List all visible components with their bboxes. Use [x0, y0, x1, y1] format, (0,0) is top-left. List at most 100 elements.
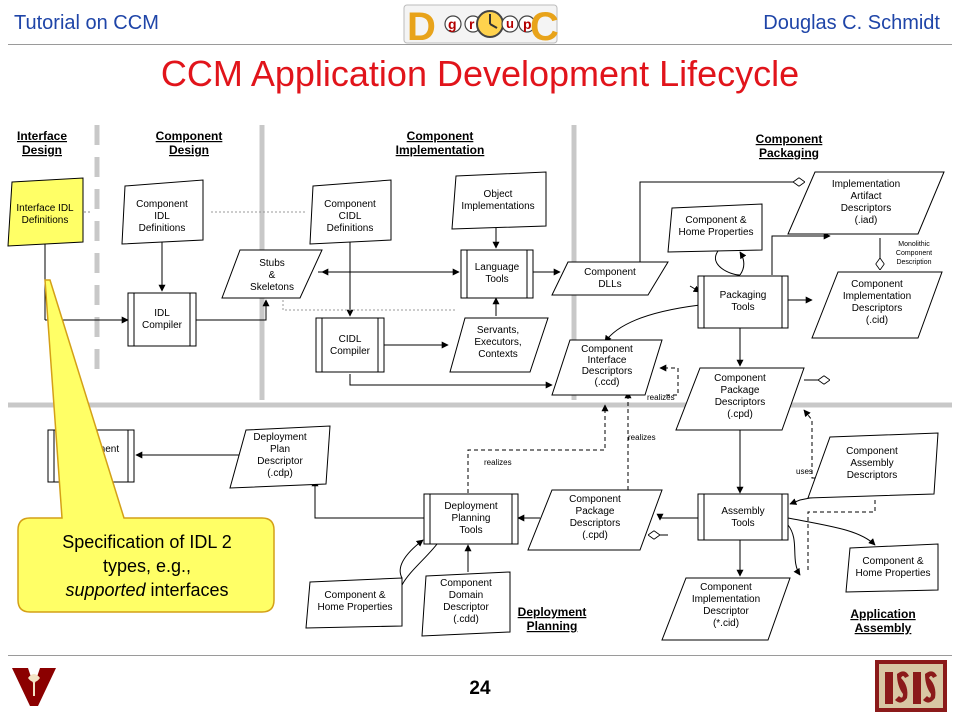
node-home-properties-right: Component &Home Properties	[845, 543, 939, 593]
uses-link	[803, 409, 822, 479]
edge-assembly-tools-to-package-desc-bottom	[656, 513, 698, 521]
edges	[44, 182, 880, 586]
logo-letter-g: g	[448, 16, 457, 32]
edge-home-props-packaging-loop-2	[739, 251, 747, 276]
edge-assembly-tools-to-home-props	[787, 517, 876, 546]
logo-letter-c: C	[530, 5, 558, 46]
logo-letter-d: D	[407, 5, 436, 46]
header-divider	[8, 44, 952, 45]
node-home-properties-bottom: Component &Home Properties	[305, 577, 403, 629]
edge-packaging-to-interface-descriptors	[604, 304, 701, 343]
node-home-properties-top: Component &Home Properties	[667, 203, 763, 253]
callout-text: Specification of IDL 2 types, e.g., supp…	[22, 530, 272, 602]
callout-line-3-italic: supported	[65, 580, 146, 600]
edge-label-uses: uses	[796, 467, 813, 476]
edge-idl-compiler-to-stubs	[196, 299, 270, 321]
edge-home-props-packaging-loop	[715, 250, 741, 276]
logo-letter-p: p	[523, 16, 532, 32]
dashed-assembly-link	[807, 500, 876, 570]
callout-line-1: Specification of IDL 2	[62, 532, 232, 552]
vanderbilt-logo	[10, 664, 58, 708]
edge-label-realizes-3: realizes	[484, 458, 512, 467]
edge-cidl-compiler-to-interface-descriptors	[349, 374, 553, 389]
callout-line-3-rest: interfaces	[145, 580, 229, 600]
svg-text:Component &Home Properties: Component &Home Properties	[678, 215, 753, 238]
page-number: 24	[469, 678, 491, 699]
realization-links	[210, 211, 876, 570]
svg-text:ment: ment	[97, 444, 119, 455]
realizes-link-3	[467, 404, 609, 493]
logo-letter-r: r	[469, 16, 475, 32]
realizes-link-1	[659, 364, 679, 396]
edge-home-props-bottom-to-deployment	[399, 539, 424, 579]
page-title: CCM Application Development Lifecycle	[160, 53, 800, 94]
svg-text:Servants,Executors,Contexts: Servants,Executors,Contexts	[474, 325, 521, 360]
footer-divider	[8, 655, 952, 656]
header-author: Douglas C. Schmidt	[763, 12, 940, 34]
edge-label-realizes-1: realizes	[647, 393, 675, 402]
svg-text:Component &Home Properties: Component &Home Properties	[855, 556, 930, 579]
logo-letter-u: u	[506, 16, 514, 31]
svg-text:Component &Home Properties: Component &Home Properties	[317, 590, 392, 613]
edge-assembly-home-loop	[787, 524, 801, 576]
doc-group-logo: D g r u p C	[403, 4, 558, 46]
isis-logo	[875, 660, 947, 712]
callout-line-3: supported interfaces	[22, 578, 272, 602]
svg-text:Stubs&Skeletons: Stubs&Skeletons	[250, 258, 294, 293]
callout-bubble	[17, 279, 275, 613]
node-stubs-skeletons: Stubs&Skeletons	[221, 249, 323, 299]
dotted-stubs-to-servants	[282, 300, 455, 311]
node-servants-executors-contexts: Servants,Executors,Contexts	[449, 317, 549, 373]
edge-packaging-top-loop	[639, 182, 793, 275]
edge-label-realizes-2: realizes	[628, 433, 656, 442]
header-left-title: Tutorial on CCM	[14, 12, 159, 34]
